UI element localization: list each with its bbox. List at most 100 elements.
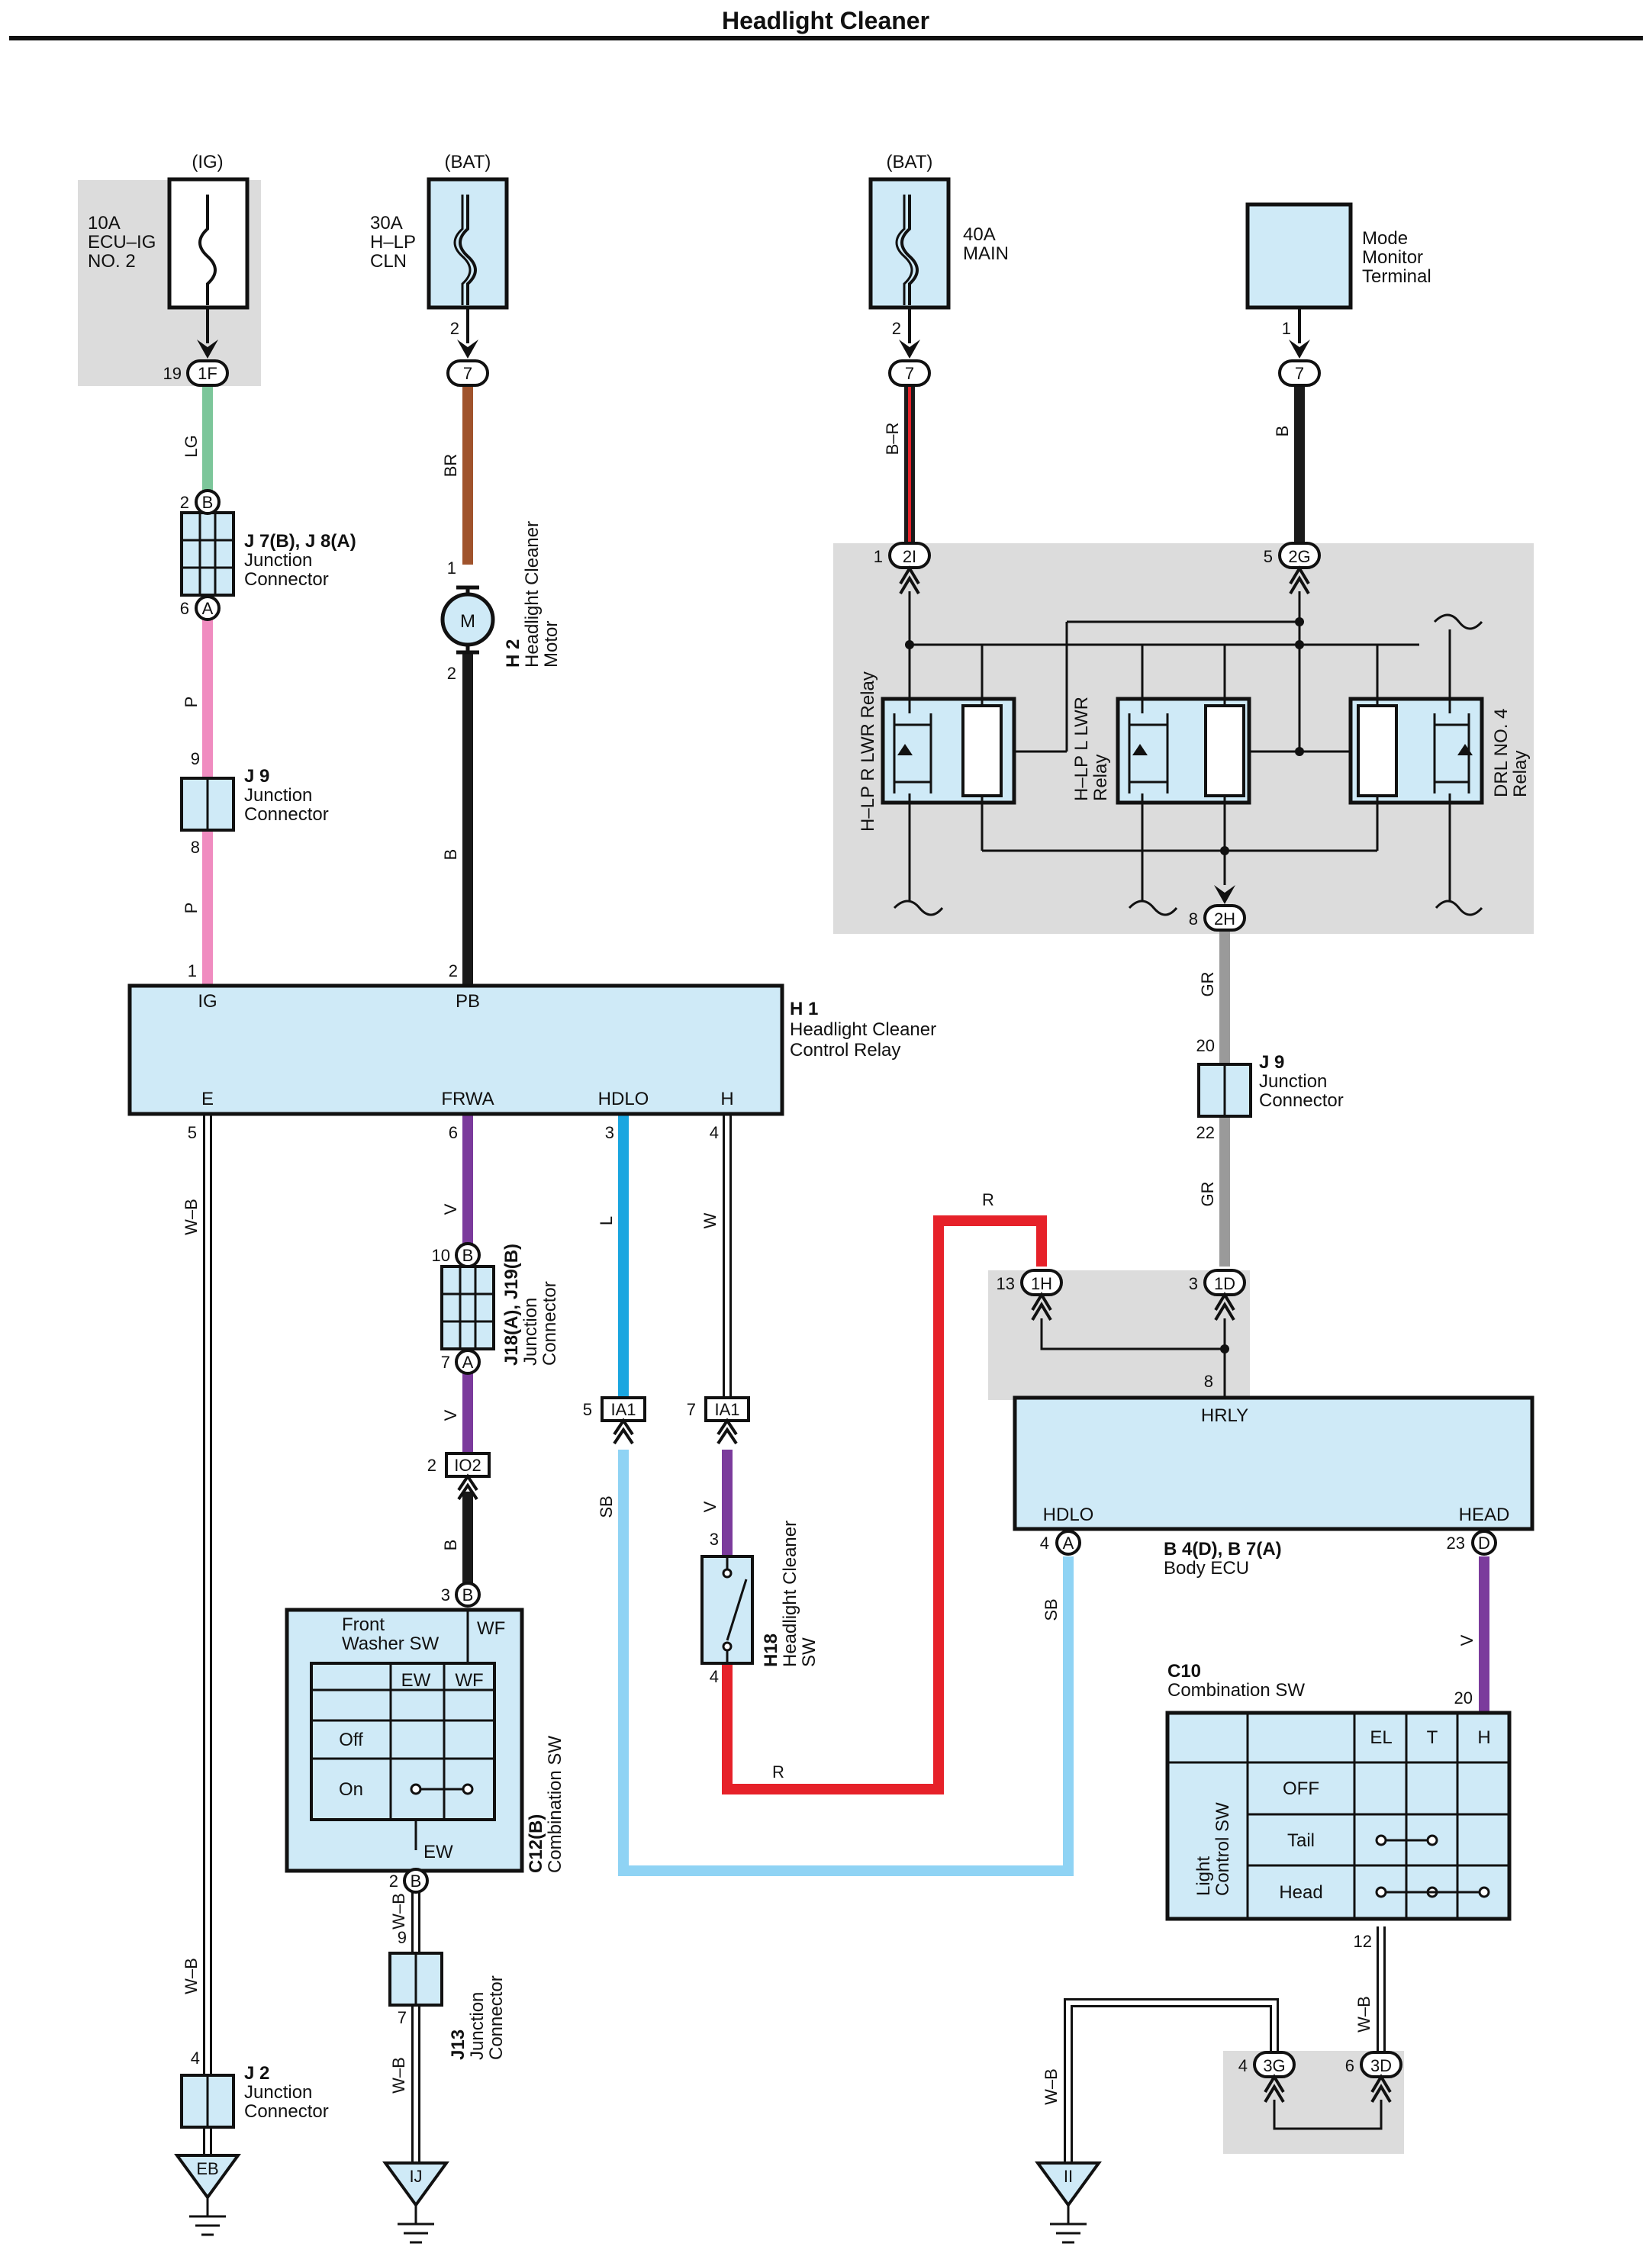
connector-7-main: 7 [888,359,931,387]
connector-IA1-w-label: IA1 [714,1400,739,1419]
wire-label-wb-5: W–B [1042,2068,1061,2105]
pin-1-motor: 1 [447,558,456,578]
pin-1-2I: 1 [874,547,883,566]
c12-pin-B2: B [411,1872,422,1891]
page-title: Headlight Cleaner [722,7,929,34]
pin-6-h1: 6 [449,1123,458,1142]
j9-right-id: J 9 [1259,1052,1284,1073]
pin-2-io2: 2 [427,1456,436,1475]
ground-ii-icon [1035,2161,1102,2244]
mode-monitor-label-3: Terminal [1362,266,1431,287]
j19-pin-B: B [462,1246,474,1265]
source-bat-1: (BAT) [445,152,491,172]
connector-1D: 1D [1214,1274,1235,1293]
pin-22-j9: 22 [1196,1123,1215,1142]
front-washer-switch [285,1582,524,1894]
c10-desc: Combination SW [1167,1680,1305,1701]
front-washer-ew: EW [423,1842,453,1862]
pin-5-2G: 5 [1264,547,1273,566]
wire-r [722,1215,1047,1794]
c10-side-2: Control SW [1212,1802,1233,1896]
j9-left-desc-2: Connector [244,804,329,825]
pin-2-hlp: 2 [450,319,459,338]
c10-col-h: H [1477,1727,1490,1748]
pin-2-motor: 2 [447,664,456,683]
pin-2-j7: 2 [180,493,189,512]
mode-monitor-terminal [1245,202,1353,359]
pin-1-h1: 1 [188,961,197,980]
h1-term-h: H [720,1089,733,1109]
j7-j8-desc-1: Junction [244,550,312,571]
pin-3-1D: 3 [1189,1274,1198,1293]
pin-9-j13: 9 [398,1928,407,1947]
pin-8-hrly: 8 [1204,1372,1213,1391]
wire-label-b-r: B–R [883,423,902,455]
connector-IA1-w [704,1396,750,1445]
fuse-main-label-2: MAIN [963,243,1009,264]
j9-right-desc-1: Junction [1259,1071,1327,1092]
front-washer-wf: WF [477,1618,505,1639]
c10-id: C10 [1167,1661,1201,1682]
wire-label-wb-left: W–B [182,1958,201,1994]
svg-text:7: 7 [1295,364,1304,383]
fuse-main [868,177,951,359]
connector-3G: 3G [1263,2056,1285,2075]
source-ig: (IG) [192,152,223,172]
fuse-ecu-ig-label-2: ECU–IG [88,232,156,253]
connector-3D: 3D [1370,2056,1392,2075]
body-ecu-desc: Body ECU [1164,1558,1249,1579]
c10-row-off: OFF [1283,1778,1319,1799]
ecu-term-head: HEAD [1459,1505,1510,1525]
connector-2H: 2H [1214,909,1235,929]
front-washer-col-ew: EW [401,1670,431,1691]
fuse-hlp-label-3: CLN [370,251,407,272]
pin-8-2H: 8 [1189,909,1198,929]
relay-drl-label-2: Relay [1510,751,1531,797]
mode-monitor-label-1: Mode [1362,228,1408,249]
ground-eb-label: EB [196,2159,218,2178]
j13-id: J13 [448,2029,469,2060]
c10-col-el: EL [1370,1727,1392,1748]
connector-IO2-label: IO2 [454,1456,481,1475]
fuse-ecu-ig [167,177,250,359]
fuse-hlp-label-2: H–LP [370,232,416,253]
pin-2-c12: 2 [389,1872,398,1891]
pin-20-j9: 20 [1196,1036,1215,1055]
h1-term-pb: PB [456,991,480,1012]
wire-label-l: L [597,1216,616,1225]
front-washer-row-on: On [339,1779,363,1800]
h1-term-frwa: FRWA [441,1089,494,1109]
connector-IA1-l [601,1396,646,1445]
pin-20-c10: 20 [1454,1688,1473,1708]
connector-7-hlp: 7 [446,359,489,387]
body-ecu [1013,1395,1534,1556]
wire-label-v-2: V [441,1409,460,1421]
junction-j9-right [1197,1063,1252,1118]
pin-6-j8: 6 [180,599,189,618]
wire-label-v-3: V [700,1501,720,1512]
pin-1-mode: 1 [1282,319,1291,338]
motor-symbol: M [460,611,475,632]
ecu-pin-D: D [1478,1534,1490,1553]
c10-row-head: Head [1279,1882,1322,1903]
wire-label-r-top: R [982,1190,994,1209]
svg-text:7: 7 [905,364,914,383]
j9-left-desc-1: Junction [244,785,312,806]
c10-row-tail: Tail [1287,1830,1315,1851]
junction-j9-left [180,777,235,832]
connector-2I: 2I [903,547,916,566]
j7-j8-id: J 7(B), J 8(A) [244,531,356,552]
ground-ii-label: II [1064,2167,1073,2186]
wire-label-wb-2: W–B [389,1893,408,1930]
connector-7-mode: 7 [1278,359,1321,387]
wire-label-gr-2: GR [1198,1182,1217,1207]
h1-term-e: E [201,1089,214,1109]
j8-pin-A: A [202,599,214,618]
svg-text:1F: 1F [198,364,217,383]
pin-23-ecu: 23 [1447,1534,1465,1553]
h2-id: H 2 [503,639,523,668]
wire-label-sb-2: SB [1042,1598,1061,1621]
j9-left-id: J 9 [244,766,269,787]
source-bat-2: (BAT) [887,152,933,172]
c12-desc: Combination SW [545,1736,565,1873]
